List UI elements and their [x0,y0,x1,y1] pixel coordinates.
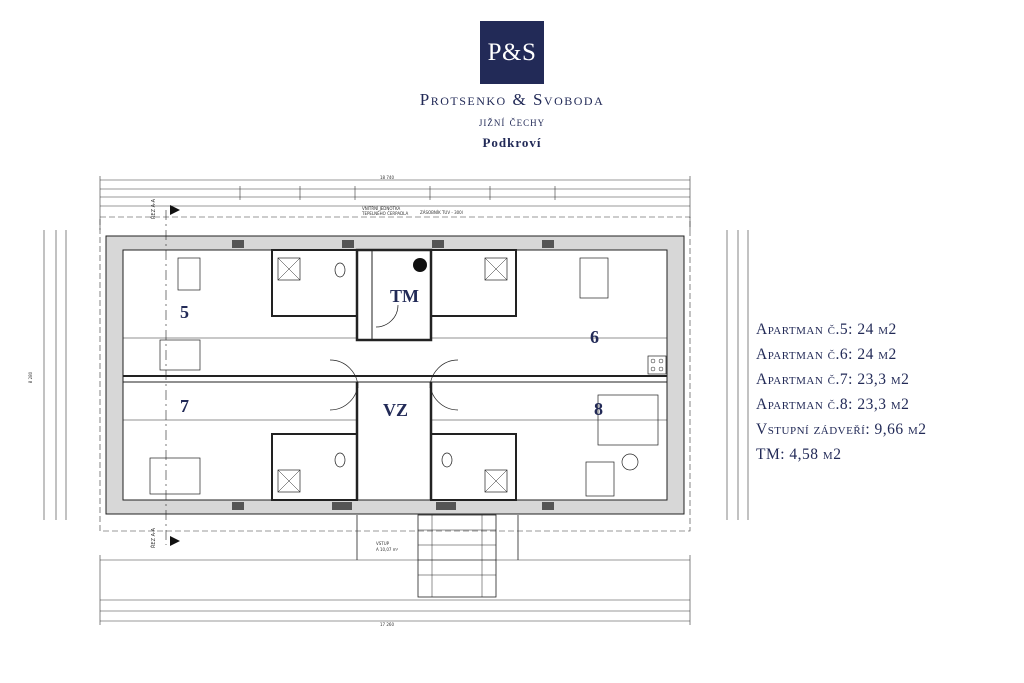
entrance-area-label: A 10,07 m² [376,547,399,552]
legend-item-apartment-7: Apartman č.7: 23,3 m2 [756,371,910,388]
section-mark-top: ŘEZ A-A [151,198,158,220]
room-label-6: 6 [590,327,599,347]
overall-depth-dimension: 8 280 [28,371,34,384]
section-mark-bottom: ŘEZ A-A [151,527,158,549]
room-label-tm: TM [390,286,419,306]
brand-name: Protsenko & Svoboda [419,90,605,109]
room-label-5: 5 [180,302,189,322]
overall-width-dimension: 18 740 [380,175,394,180]
brand-logo-text: P&S [487,38,537,66]
legend-item-entrance-hall: Vstupní zádveří: 9,66 m2 [756,421,927,438]
brand-region: jižní čechy [478,114,546,129]
heat-pump-note: VNITŘNÍ JEDNOTKA TEPELNÉHO ČERPADLA [362,206,409,216]
room-label-vz: VZ [383,400,409,420]
room-label-7: 7 [180,396,189,416]
overall-width-bottom-dimension: 17 260 [380,622,394,627]
legend-item-apartment-5: Apartman č.5: 24 m2 [756,321,897,338]
legend-item-tm: TM: 4,58 m2 [756,446,842,463]
floor-label: Podkroví [482,135,542,150]
legend-item-apartment-6: Apartman č.6: 24 m2 [756,346,897,363]
room-label-8: 8 [594,399,603,419]
brand-logo: P&S [480,21,544,84]
entrance-label: VSTUP [376,541,390,546]
boiler-note: ZÁSOBNÍK TUV - 300l [420,210,463,215]
legend-item-apartment-8: Apartman č.8: 23,3 m2 [756,396,910,413]
area-legend: Apartman č.5: 24 m2 Apartman č.6: 24 m2 … [756,317,1018,467]
